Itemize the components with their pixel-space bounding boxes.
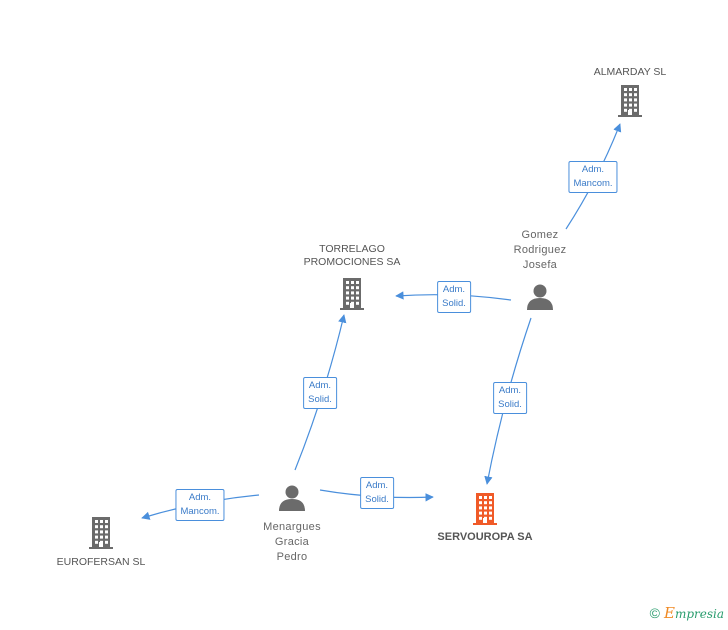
empresia-logo: Empresia xyxy=(663,604,724,622)
almarday-building-icon[interactable] xyxy=(618,85,642,117)
edge-label-menargues-to-servouropa[interactable]: Adm.Solid. xyxy=(360,477,394,509)
edge-label-gomez-to-servouropa[interactable]: Adm.Solid. xyxy=(493,382,527,414)
edge-label-menargues-to-torrelago[interactable]: Adm.Solid. xyxy=(303,377,337,409)
edge-label-gomez-to-almarday[interactable]: Adm.Mancom. xyxy=(568,161,618,193)
copyright-icon: © xyxy=(649,605,660,621)
edges-layer xyxy=(141,123,622,520)
servouropa-building-icon[interactable] xyxy=(473,493,497,525)
footer-brand[interactable]: © Empresia xyxy=(650,604,724,622)
menargues-person-icon[interactable] xyxy=(279,485,305,512)
node-label-almarday[interactable]: ALMARDAY SL xyxy=(593,66,667,78)
edge-label-gomez-to-torrelago[interactable]: Adm.Solid. xyxy=(437,281,471,313)
node-label-eurofersan[interactable]: EUROFERSAN SL xyxy=(56,556,146,568)
gomez-person-icon[interactable] xyxy=(527,284,553,311)
torrelago-building-icon[interactable] xyxy=(340,278,364,310)
node-label-servouropa[interactable]: SERVOUROPA SA xyxy=(437,531,533,543)
nodes-layer xyxy=(89,85,642,549)
edge-label-menargues-to-eurofersan[interactable]: Adm.Mancom. xyxy=(175,489,225,521)
eurofersan-building-icon[interactable] xyxy=(89,517,113,549)
